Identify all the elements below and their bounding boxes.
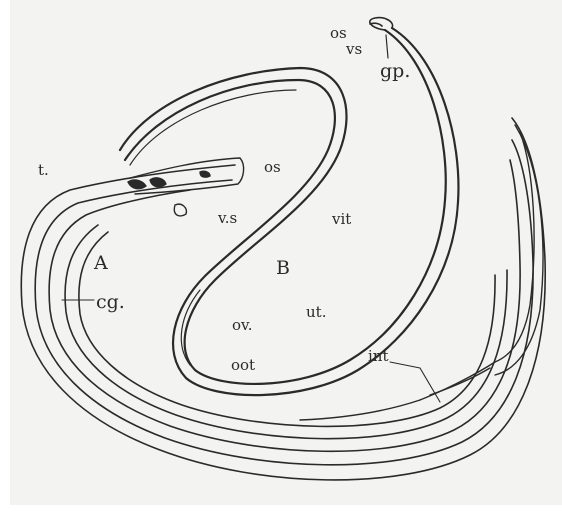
label-os-top: os [330, 26, 347, 41]
label-vs-top: vs [346, 42, 362, 57]
label-gp: gp. [380, 62, 410, 81]
worm-a-head [128, 158, 244, 216]
label-int: int [368, 349, 389, 364]
label-os-mid: os [264, 160, 281, 175]
label-a: A [94, 254, 108, 273]
label-ut: ut. [306, 305, 326, 320]
worm-b-head [370, 18, 393, 58]
label-vit: vit [332, 212, 351, 227]
scan-border-bottom [0, 505, 562, 515]
label-t: t. [38, 163, 49, 178]
label-b: B [276, 259, 290, 278]
label-vs-mid: v.s [218, 211, 237, 226]
label-ov: ov. [232, 318, 253, 333]
label-oot: oot [231, 358, 255, 373]
worm-b-body [120, 28, 458, 395]
scan-border-left [0, 0, 10, 515]
label-cg: cg. [96, 293, 125, 312]
